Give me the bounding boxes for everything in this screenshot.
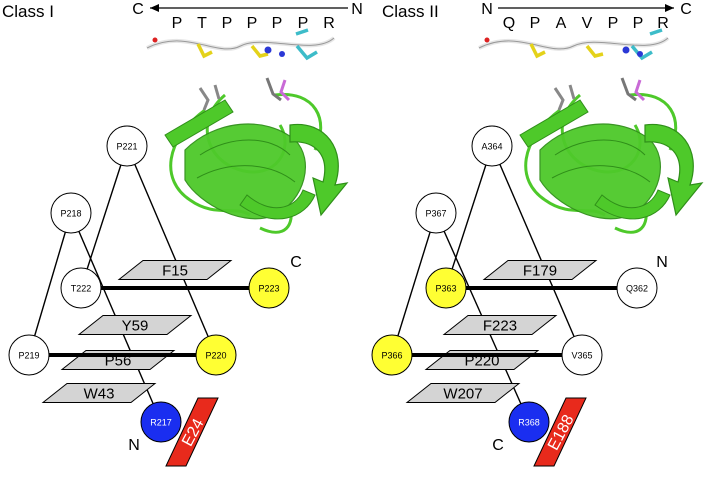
- residue-circle: [561, 334, 603, 376]
- residue-label: Q362: [626, 284, 648, 294]
- residue-circle: [616, 267, 658, 309]
- residue-label: P223: [258, 284, 279, 294]
- protein-ribbon-structure: [519, 77, 704, 234]
- arrow-terminus-left: N: [481, 1, 493, 18]
- binding-pocket-label: W43: [84, 386, 115, 403]
- sequence-residue: A: [556, 15, 567, 32]
- residue-label: T222: [71, 284, 92, 294]
- residue-circle: [140, 401, 182, 443]
- binding-pocket-label: F15: [162, 263, 188, 280]
- backbone-link-line: [445, 145, 493, 289]
- binding-pocket-label: W207: [443, 386, 482, 403]
- residue-label: P363: [435, 284, 456, 294]
- backbone-link-line: [126, 145, 217, 356]
- sequence-residue: R: [323, 15, 335, 32]
- binding-pocket-label: Y59: [122, 318, 149, 335]
- terminus-label-upper: N: [656, 254, 668, 271]
- binding-pocket-shape: [482, 260, 598, 280]
- backbone-link-line: [491, 145, 583, 356]
- residue-circle: [425, 267, 467, 309]
- sequence-residue: T: [197, 15, 207, 32]
- sequence-residue: P: [272, 15, 283, 32]
- residue-label: A364: [481, 142, 502, 152]
- backbone-link-line: [80, 145, 128, 289]
- acidic-residue-shape: [165, 397, 219, 467]
- residue-label: R368: [518, 418, 540, 428]
- panel-title: Class II: [382, 2, 439, 21]
- arrow-terminus-right: C: [680, 1, 692, 18]
- protein-ribbon-structure: [164, 77, 349, 234]
- residue-circle: [248, 267, 290, 309]
- terminus-label-upper: C: [290, 254, 302, 271]
- residue-label: R217: [150, 418, 172, 428]
- residue-circle: [8, 334, 50, 376]
- backbone-link-line: [28, 212, 72, 356]
- residue-label: P220: [205, 351, 226, 361]
- binding-pocket-shape: [117, 260, 233, 280]
- binding-pocket-label: F223: [483, 318, 517, 335]
- sequence-residue: P: [633, 15, 644, 32]
- direction-arrow-head: [150, 4, 159, 12]
- arrow-terminus-left: C: [132, 1, 144, 18]
- residue-circle: [508, 401, 550, 443]
- residue-circle: [371, 334, 413, 376]
- residue-circle: [50, 192, 92, 234]
- binding-pocket-shape: [77, 315, 193, 335]
- residue-circle: [471, 125, 513, 167]
- direction-arrow-head: [665, 4, 674, 12]
- backbone-link-line: [391, 212, 437, 356]
- acidic-residue-shape: [533, 397, 587, 467]
- sequence-residue: P: [247, 15, 258, 32]
- binding-pocket-label: F179: [523, 263, 557, 280]
- residue-label: P367: [425, 209, 446, 219]
- sequence-residue: R: [657, 15, 669, 32]
- sequence-residue: P: [172, 15, 183, 32]
- residue-label: P219: [18, 351, 39, 361]
- residue-label: P221: [116, 142, 137, 152]
- sequence-residue: V: [582, 15, 593, 32]
- peptide-stick-model: [478, 28, 670, 61]
- binding-pocket-shape: [41, 383, 157, 403]
- arrow-terminus-right: N: [351, 1, 363, 18]
- panel-title: Class I: [2, 2, 54, 21]
- terminus-label-lower: C: [492, 437, 504, 454]
- sequence-residue: P: [298, 15, 309, 32]
- residue-circle: [106, 125, 148, 167]
- residue-label: V365: [571, 351, 592, 361]
- terminus-label-lower: N: [128, 437, 140, 454]
- residue-circle: [60, 267, 102, 309]
- residue-circle: [415, 192, 457, 234]
- residue-label: P366: [381, 351, 402, 361]
- peptide-stick-model: [146, 28, 336, 61]
- binding-pocket-shape: [442, 315, 558, 335]
- residue-label: P218: [60, 209, 81, 219]
- sequence-residue: P: [222, 15, 233, 32]
- sequence-residue: P: [530, 15, 541, 32]
- sequence-residue: P: [608, 15, 619, 32]
- residue-circle: [195, 334, 237, 376]
- binding-pocket-shape: [405, 383, 521, 403]
- sequence-residue: Q: [503, 15, 515, 32]
